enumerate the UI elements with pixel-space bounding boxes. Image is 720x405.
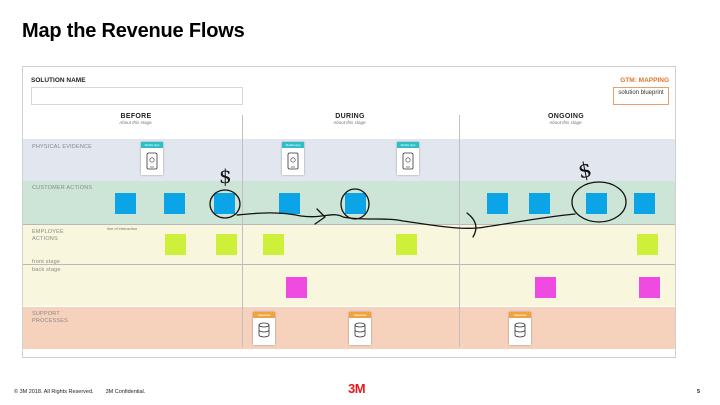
employee-action-note[interactable] xyxy=(637,234,658,255)
database-icon xyxy=(514,322,526,338)
service-blueprint-board: SOLUTION NAME GTM: MAPPING solution blue… xyxy=(22,66,676,358)
card-header: Mobile App xyxy=(141,142,163,148)
database-icon xyxy=(354,322,366,338)
lane-label: CUSTOMER ACTIONS xyxy=(32,185,93,191)
lane-label: EMPLOYEE ACTIONS xyxy=(32,229,64,242)
customer-action-note[interactable] xyxy=(279,193,300,214)
employee-action-note[interactable] xyxy=(263,234,284,255)
lane-label: SUPPORT PROCESSES xyxy=(32,311,69,324)
card-header: Database xyxy=(253,312,275,318)
phone-icon xyxy=(146,152,158,170)
customer-action-note[interactable] xyxy=(345,193,366,214)
phone-icon xyxy=(402,152,414,170)
customer-action-note[interactable] xyxy=(586,193,607,214)
line-of-interaction-label: line of interaction xyxy=(107,226,138,231)
employee-action-note[interactable] xyxy=(165,234,186,255)
card-header: Database xyxy=(349,312,371,318)
customer-action-note[interactable] xyxy=(487,193,508,214)
customer-action-note[interactable] xyxy=(634,193,655,214)
card-header: Mobile App xyxy=(282,142,304,148)
database-card[interactable]: Database xyxy=(349,312,371,345)
phase-name: ONGOING xyxy=(548,113,584,120)
phase-about: About this stage. xyxy=(333,120,367,125)
phase-name: DURING xyxy=(335,113,365,120)
customer-action-note[interactable] xyxy=(214,193,235,214)
customer-action-note[interactable] xyxy=(115,193,136,214)
phase-before: BEFORE About this stage. xyxy=(81,113,191,125)
lane-back-stage: back stage xyxy=(23,264,675,306)
employee-action-note[interactable] xyxy=(216,234,237,255)
phone-icon xyxy=(287,152,299,170)
footer-legal: © 3M 2018. All Rights Reserved. 3M Confid… xyxy=(14,389,145,395)
employee-action-note[interactable] xyxy=(396,234,417,255)
back-stage-note[interactable] xyxy=(535,277,556,298)
card-header: Mobile App xyxy=(397,142,419,148)
database-card[interactable]: Database xyxy=(253,312,275,345)
database-icon xyxy=(258,322,270,338)
phase-divider xyxy=(242,115,243,347)
slide-title: Map the Revenue Flows xyxy=(22,20,245,42)
lane-physical-evidence: PHYSICAL EVIDENCE xyxy=(23,139,675,181)
mobile-app-card[interactable]: Mobile App xyxy=(282,142,304,175)
confidential-text: 3M Confidential. xyxy=(105,389,146,395)
gtm-mapping-label: GTM: MAPPING xyxy=(620,77,669,84)
solution-blueprint-box: solution blueprint xyxy=(613,87,669,105)
lane-label: PHYSICAL EVIDENCE xyxy=(32,144,93,150)
customer-action-note[interactable] xyxy=(164,193,185,214)
lane-employee-actions: EMPLOYEE ACTIONS front stage xyxy=(23,224,675,265)
phase-divider xyxy=(459,115,460,347)
customer-action-note[interactable] xyxy=(529,193,550,214)
back-stage-note[interactable] xyxy=(286,277,307,298)
solution-name-field[interactable] xyxy=(31,87,243,105)
phase-about: About this stage. xyxy=(549,120,583,125)
phase-name: BEFORE xyxy=(120,113,152,120)
database-card[interactable]: Database xyxy=(509,312,531,345)
front-stage-label: front stage xyxy=(32,259,61,265)
3m-logo: 3M xyxy=(348,381,366,396)
back-stage-note[interactable] xyxy=(639,277,660,298)
card-header: Database xyxy=(509,312,531,318)
phase-during: DURING About this stage. xyxy=(295,113,405,125)
back-stage-label: back stage xyxy=(32,267,61,273)
solution-name-label: SOLUTION NAME xyxy=(31,77,86,84)
copyright-text: © 3M 2018. All Rights Reserved. xyxy=(14,389,94,395)
phase-about: About this stage. xyxy=(119,120,153,125)
page-number: 5 xyxy=(696,389,700,395)
mobile-app-card[interactable]: Mobile App xyxy=(397,142,419,175)
phase-ongoing: ONGOING About this stage. xyxy=(511,113,621,125)
mobile-app-card[interactable]: Mobile App xyxy=(141,142,163,175)
